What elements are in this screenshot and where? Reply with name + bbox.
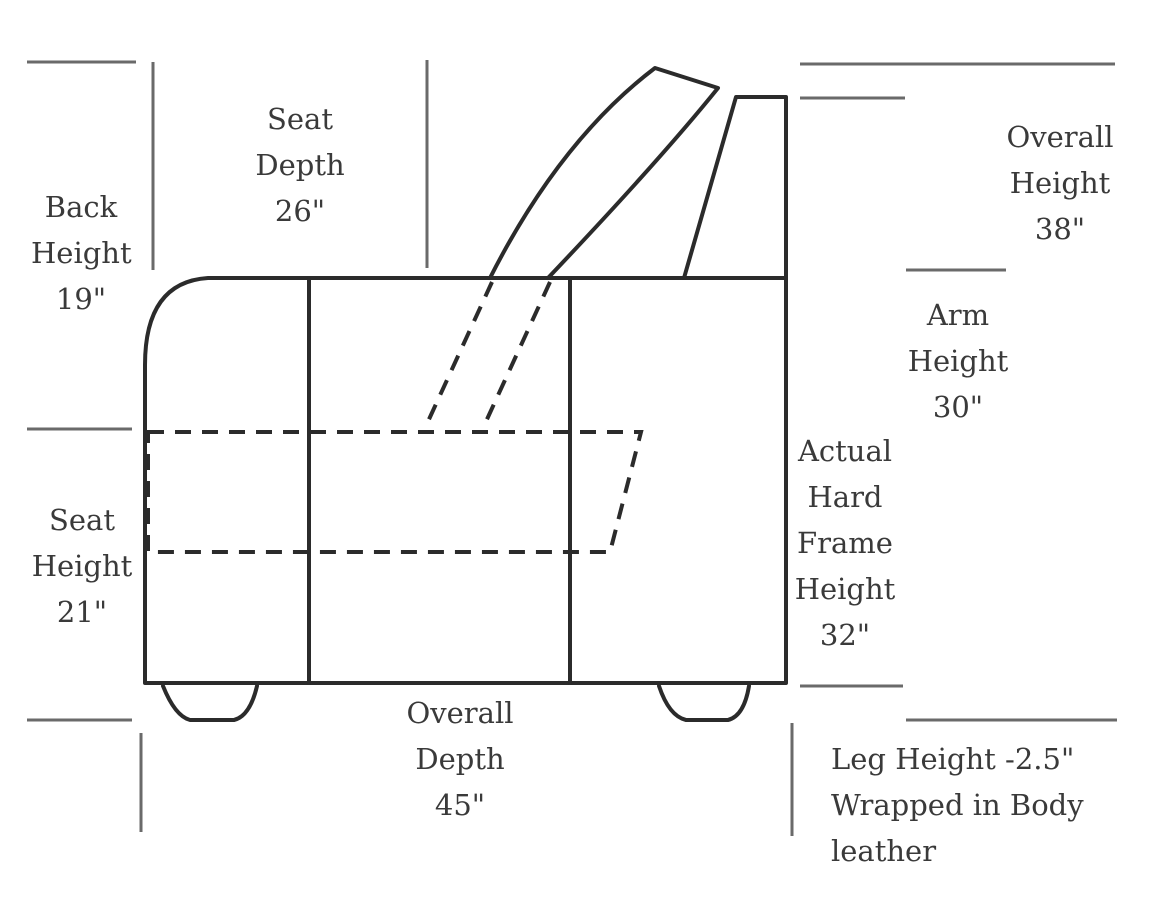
dimension-lines: [27, 60, 1117, 836]
seat-depth-line1: Seat: [267, 102, 333, 136]
overall-height-line2: Height: [1009, 166, 1111, 200]
hard-frame-height-label: Actual Hard Frame Height 32": [790, 428, 900, 658]
back-height-label: Back Height 19": [31, 184, 132, 322]
back-frame: [682, 95, 788, 280]
leg-height-label: Leg Height -2.5" Wrapped in Body leather: [831, 736, 1111, 874]
seat-height-line1: Seat: [49, 503, 115, 537]
recline-back-dashed-rear: [481, 281, 552, 429]
hard-frame-line1: Actual: [797, 434, 893, 468]
leg-height-line2: Wrapped in Body: [831, 788, 1084, 822]
back-cushion: [488, 66, 720, 280]
seat-height-value: 21": [56, 595, 108, 629]
arm-height-line1: Arm: [926, 298, 990, 332]
sofa-outline: [143, 66, 788, 722]
leg-height-line1: Leg Height -2.5": [831, 742, 1075, 776]
recline-dashed-outline: [146, 281, 644, 554]
recline-seat-dashed: [146, 430, 644, 554]
recline-back-dashed-front: [423, 281, 494, 429]
overall-height-line1: Overall: [1006, 120, 1114, 154]
rear-leg: [657, 684, 751, 722]
hard-frame-line4: Height: [794, 572, 896, 606]
back-height-line1: Back: [44, 190, 118, 224]
back-height-line2: Height: [31, 236, 132, 270]
leg-height-line3: leather: [831, 834, 937, 868]
overall-height-label: Overall Height 38": [998, 114, 1122, 252]
overall-depth-line2: Depth: [415, 742, 505, 776]
seat-depth-value: 26": [274, 194, 326, 228]
hard-frame-line3: Frame: [797, 526, 893, 560]
arm-height-line2: Height: [907, 344, 1009, 378]
overall-depth-value: 45": [434, 788, 486, 822]
arm-height-label: Arm Height 30": [902, 292, 1014, 430]
seat-height-label: Seat Height 21": [28, 497, 136, 635]
overall-height-value: 38": [1034, 212, 1086, 246]
overall-depth-line1: Overall: [406, 696, 514, 730]
hard-frame-line2: Hard: [807, 480, 883, 514]
back-height-value: 19": [55, 282, 107, 316]
seat-depth-line2: Depth: [255, 148, 345, 182]
arm-height-value: 30": [932, 390, 984, 424]
front-leg: [161, 684, 259, 722]
seat-depth-label: Seat Depth 26": [250, 96, 350, 234]
overall-depth-label: Overall Depth 45": [398, 690, 522, 828]
seat-height-line2: Height: [31, 549, 133, 583]
sofa-body: [143, 276, 788, 685]
hard-frame-value: 32": [819, 618, 871, 652]
